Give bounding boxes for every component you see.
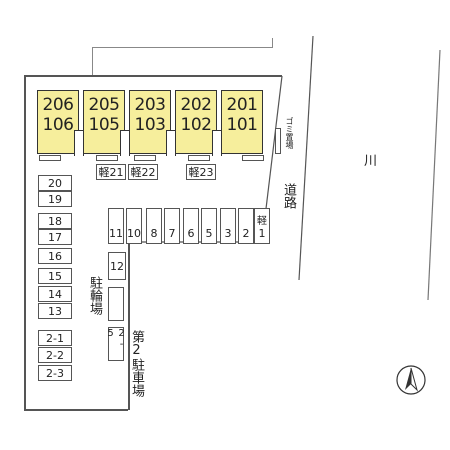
bicycle-parking-area — [108, 287, 124, 321]
parking-slot: 13 — [38, 303, 72, 319]
parking-2-label: 第2駐車場 — [129, 330, 144, 397]
lot-boundary-step — [272, 38, 273, 48]
slot-number: 8 — [150, 226, 158, 240]
slot-number: 5 — [205, 226, 213, 240]
parking-slot-kei: 軽 1 — [254, 208, 270, 244]
slot-number: 7 — [168, 226, 176, 240]
north-arrow-icon — [396, 365, 426, 395]
unit-lower: 101 — [226, 115, 258, 135]
kei-slot: 軽22 — [128, 164, 158, 180]
river-edge — [427, 49, 441, 301]
river-label: 川 — [364, 154, 378, 169]
unit-upper: 201 — [226, 95, 258, 115]
unit-upper: 202 — [180, 95, 212, 115]
garbage-label: ゴミ置場 — [285, 117, 294, 149]
unit-205-105: 205 105 — [83, 90, 125, 154]
unit-202-102: 202 102 — [175, 90, 217, 154]
parking-slot: 7 — [164, 208, 180, 244]
garbage-box — [275, 128, 281, 154]
unit-lower: 106 — [42, 115, 74, 135]
porch-step — [188, 155, 210, 161]
lot-boundary-north — [24, 75, 282, 77]
slot-number: 10 — [127, 226, 141, 240]
parking-slot: 14 — [38, 286, 72, 302]
entrance-notch — [212, 130, 222, 156]
kei-prefix: 軽 — [257, 216, 267, 227]
porch-step — [96, 155, 118, 161]
parking-slot: 8 — [146, 208, 162, 244]
kei-slot: 軽21 — [96, 164, 126, 180]
parking-slot: 11 — [108, 208, 124, 244]
unit-upper: 205 — [88, 95, 120, 115]
road-west-edge — [298, 35, 314, 281]
parking-slot: 3 — [220, 208, 236, 244]
entrance-notch — [74, 130, 84, 156]
unit-lower: 102 — [180, 115, 212, 135]
parking-slot: 5 — [201, 208, 217, 244]
parking-slot: 2-3 — [38, 365, 72, 381]
bicycle-parking-label: 駐輪場 — [87, 276, 102, 315]
porch-step — [242, 155, 264, 161]
slot-number: 3 — [224, 226, 232, 240]
lot-boundary-south — [24, 409, 128, 411]
porch-step — [39, 155, 61, 161]
lot-boundary-left-upper — [92, 47, 93, 75]
lot-boundary-west — [24, 75, 26, 410]
porch-step — [134, 155, 156, 161]
slot-number: 2 — [242, 226, 250, 240]
parking-slot: 10 — [126, 208, 142, 244]
slot-number: 1 — [258, 227, 266, 240]
parking-slot: 2-2 — [38, 347, 72, 363]
slot-number: 2-5 — [105, 328, 127, 350]
entrance-notch — [120, 130, 130, 156]
unit-upper: 203 — [134, 95, 166, 115]
unit-upper: 206 — [42, 95, 74, 115]
unit-201-101: 201 101 — [221, 90, 263, 154]
slot-number: 6 — [187, 226, 195, 240]
parking-slot: 16 — [38, 248, 72, 264]
parking-slot: 20 — [38, 175, 72, 191]
parking-slot: 6 — [183, 208, 199, 244]
parking-slot: 17 — [38, 229, 72, 245]
slot-number: 11 — [109, 226, 123, 240]
unit-206-106: 206 106 — [37, 90, 79, 154]
unit-lower: 103 — [134, 115, 166, 135]
lot-boundary-top — [92, 47, 272, 48]
lot-boundary-inner — [128, 240, 130, 410]
parking-slot: 15 — [38, 268, 72, 284]
unit-lower: 105 — [88, 115, 120, 135]
parking-slot: 2 — [238, 208, 254, 244]
entrance-notch — [166, 130, 176, 156]
parking-slot: 18 — [38, 213, 72, 229]
parking-slot: 19 — [38, 191, 72, 207]
kei-slot: 軽23 — [186, 164, 216, 180]
road-label: 道路 — [281, 183, 296, 209]
parking-slot: 2-5 — [105, 327, 127, 361]
unit-203-103: 203 103 — [129, 90, 171, 154]
parking-slot: 12 — [108, 252, 126, 280]
parking-slot: 2-1 — [38, 330, 72, 346]
